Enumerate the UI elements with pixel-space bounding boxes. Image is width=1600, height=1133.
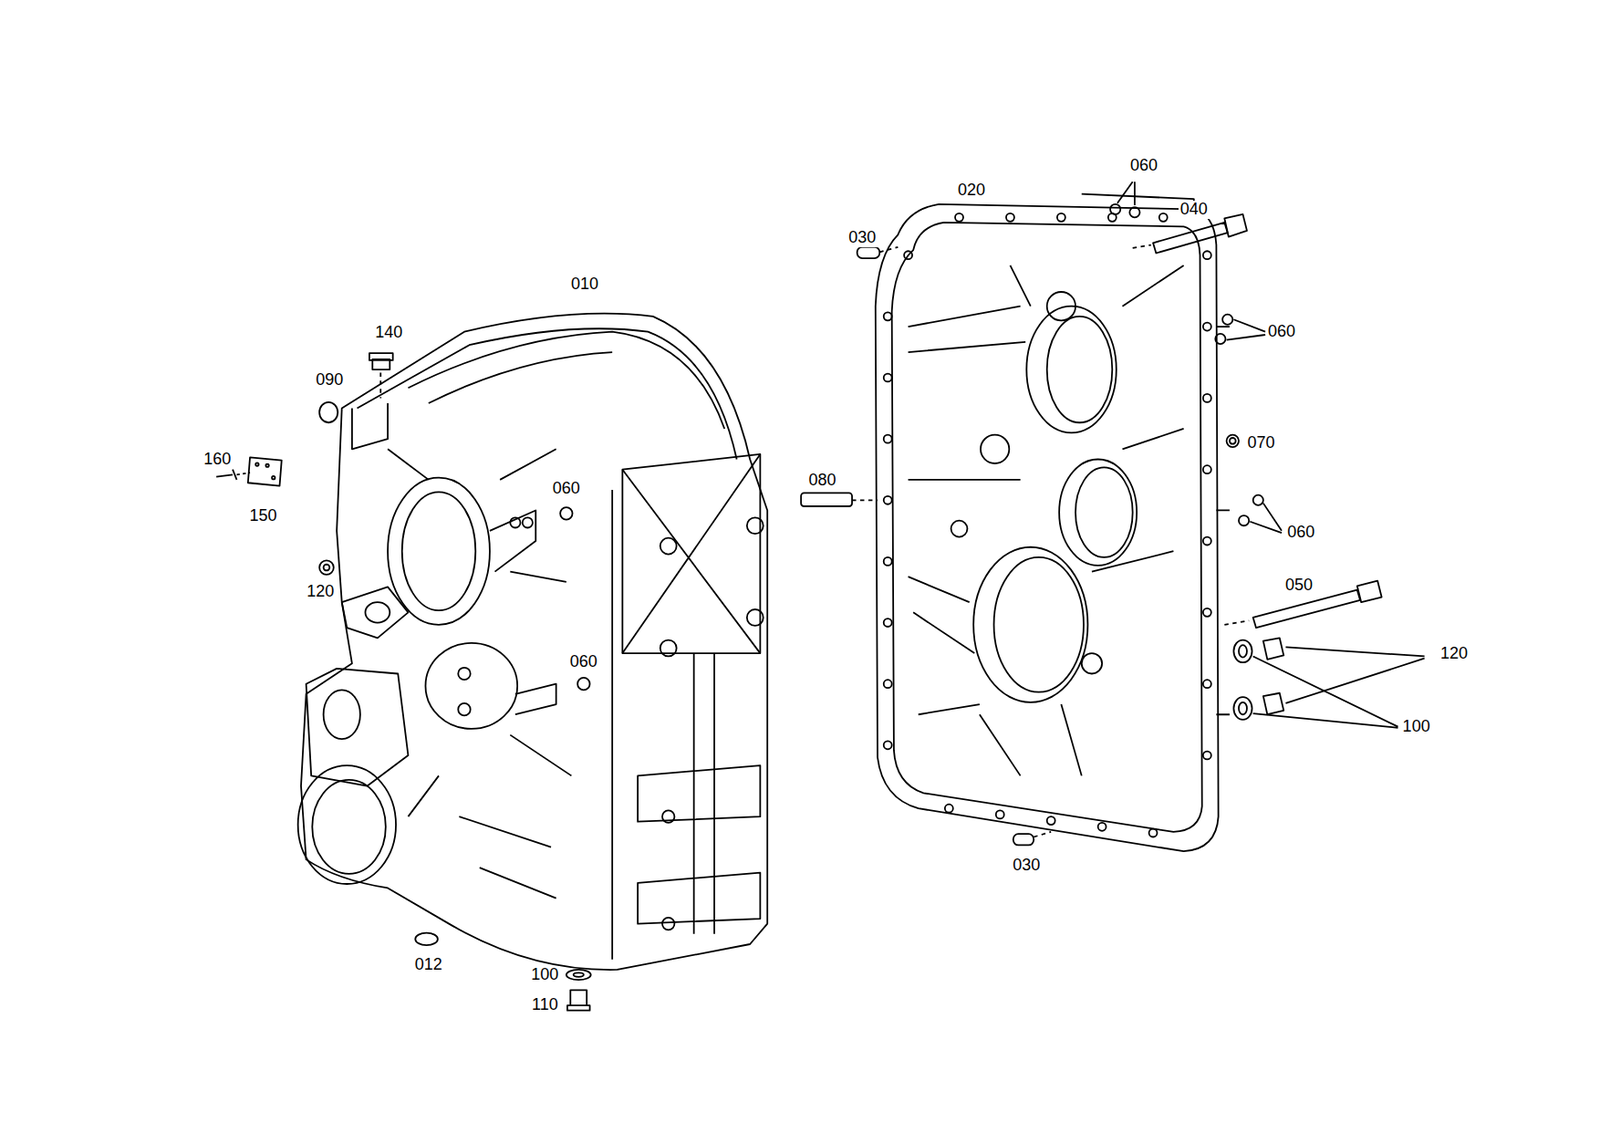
- bolt-hole: [1203, 679, 1212, 688]
- callout-number: 010: [569, 275, 601, 294]
- callout-number: 060: [1266, 322, 1298, 342]
- callout-number: 030: [846, 228, 878, 248]
- callout-number: 110: [529, 996, 561, 1015]
- bolt-hole: [996, 810, 1005, 819]
- bolt-hole: [883, 496, 893, 505]
- bolt-hole: [1203, 465, 1212, 474]
- bolt-hole: [1203, 394, 1212, 403]
- callout-number: 140: [373, 323, 405, 343]
- bolt-hole: [883, 374, 893, 383]
- callout-number: 060: [1128, 156, 1160, 176]
- bolt-hole: [1203, 537, 1212, 546]
- bolt-hole: [1098, 822, 1107, 832]
- bolt-hole: [883, 740, 893, 749]
- callout-number: 020: [955, 181, 988, 200]
- bolt-hole: [1149, 829, 1158, 838]
- callout-number: 060: [550, 479, 582, 499]
- bolt-hole: [1159, 213, 1168, 222]
- bolt-hole: [1047, 816, 1056, 825]
- bolt-hole: [945, 804, 954, 813]
- callout-number: 080: [807, 471, 839, 490]
- callout-number: 070: [1246, 434, 1278, 453]
- bolt-hole: [883, 618, 893, 627]
- bolt-hole: [1203, 322, 1212, 332]
- callout-number: 150: [248, 507, 280, 526]
- bolt-hole: [1203, 250, 1212, 260]
- bolt-hole: [1006, 213, 1015, 222]
- bolt-hole: [1203, 608, 1212, 617]
- callout-number: 050: [1283, 576, 1315, 595]
- callout-number: 100: [1401, 717, 1433, 737]
- callout-number: 090: [313, 371, 345, 390]
- callout-number: 100: [529, 966, 561, 985]
- callout-number: 060: [568, 653, 600, 672]
- callout-number: 120: [1438, 644, 1470, 664]
- callout-number: 030: [1010, 856, 1042, 875]
- bolt-hole: [955, 213, 964, 222]
- callout-number: 040: [1178, 201, 1210, 220]
- bolt-hole: [903, 250, 913, 260]
- bolt-hole: [883, 679, 893, 688]
- bolt-hole: [1057, 213, 1066, 222]
- callout-number: 060: [1285, 523, 1317, 542]
- bolt-hole: [1203, 751, 1212, 760]
- bolt-hole: [883, 557, 893, 566]
- bolt-hole: [883, 311, 893, 321]
- callout-number: 012: [413, 956, 445, 976]
- callout-number: 160: [201, 450, 233, 469]
- bolt-hole: [883, 435, 893, 444]
- callout-number: 120: [304, 582, 336, 602]
